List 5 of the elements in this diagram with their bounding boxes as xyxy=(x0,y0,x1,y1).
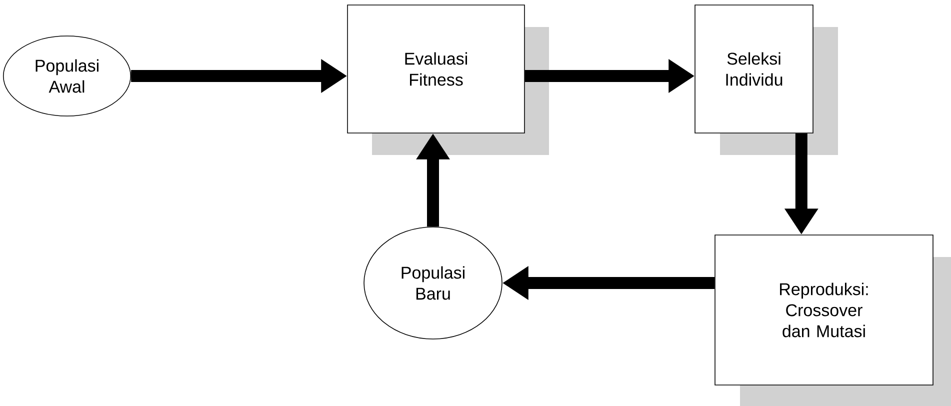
ellipse-node: Populasi Awal xyxy=(2,36,132,116)
ellipse-node: Populasi Baru xyxy=(364,226,502,340)
process-box: Seleksi Individu xyxy=(694,4,838,155)
process-box: Evaluasi Fitness xyxy=(347,4,549,155)
process-box: Reproduksi: Crossover dan Mutasi xyxy=(714,234,951,406)
